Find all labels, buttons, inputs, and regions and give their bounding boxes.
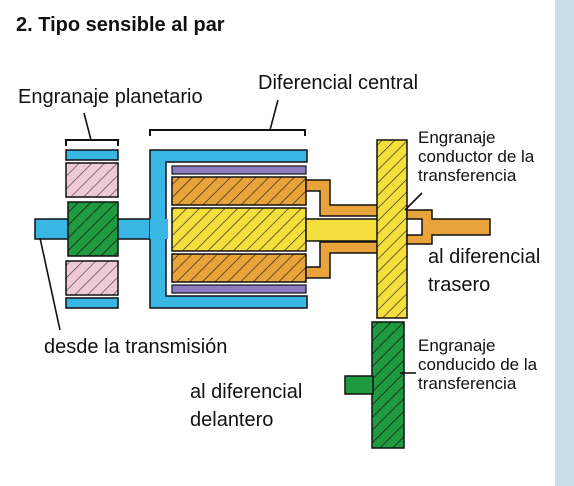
planetary-bottom-strip	[65, 297, 119, 309]
purple-strip-bottom	[171, 284, 307, 294]
label-from-transmission: desde la transmisión	[44, 336, 228, 358]
transfer-drive-gear-leader	[404, 192, 423, 211]
differential-housing	[149, 149, 308, 309]
planetary-pinion-top-hatch	[66, 163, 118, 197]
planetary-gear-bracket	[65, 139, 119, 146]
label-transfer-drive-gear: Engranaje conductor de la transferencia	[418, 128, 535, 185]
clutch-plate-top-hatch	[172, 177, 306, 205]
diagram-title: 2. Tipo sensible al par	[16, 14, 225, 36]
orange-connector-bottom	[305, 241, 383, 279]
label-to-rear-differential: al diferencial trasero	[428, 246, 541, 296]
purple-strip-top	[171, 165, 307, 175]
planetary-pinion-bottom-hatch	[66, 261, 118, 295]
planetary-gear-leader	[83, 112, 92, 141]
sun-gear-hatch	[68, 202, 118, 256]
transfer-driven-gear-hatch	[372, 322, 404, 448]
label-transfer-driven-gear: Engranaje conducido de la transferencia	[418, 336, 538, 393]
sidebar-strip	[555, 0, 574, 486]
front-output-stub	[344, 375, 374, 395]
label-center-differential: Diferencial central	[258, 72, 419, 94]
label-to-front-differential: al diferencial delantero	[190, 381, 303, 431]
center-differential-leader	[269, 99, 279, 131]
rear-output-shaft	[406, 209, 491, 245]
label-planetary-gear: Engranaje planetario	[18, 86, 203, 108]
orange-connector-top	[305, 179, 383, 217]
from-transmission-leader	[39, 237, 61, 331]
transfer-drive-gear-hatch	[377, 140, 407, 318]
planetary-top-strip	[65, 149, 119, 161]
clutch-plate-bottom-hatch	[172, 254, 306, 282]
yellow-output-shaft	[305, 218, 383, 242]
center-differential-bracket	[149, 129, 306, 136]
housing-joint	[150, 219, 168, 239]
yellow-center-plate-hatch	[172, 208, 306, 251]
